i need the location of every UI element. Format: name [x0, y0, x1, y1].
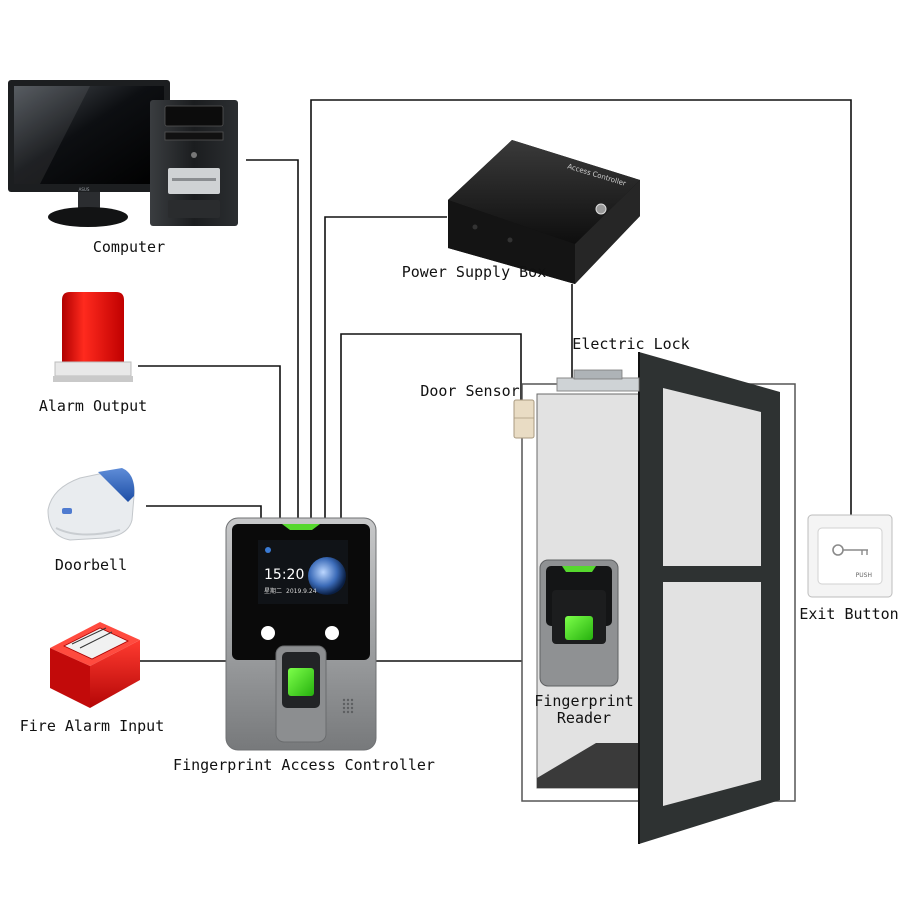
computer-icon: ASUS [8, 80, 238, 227]
door-upper-panel [663, 388, 761, 566]
door-lower-panel [663, 582, 761, 806]
door-sensor-icon [513, 399, 535, 439]
reader-fingerprint-sensor [565, 616, 593, 640]
monitor-screen [14, 86, 164, 184]
wiring [138, 99, 852, 662]
electric-lock-icon [556, 377, 640, 392]
controller-time: 15:20 [264, 567, 304, 583]
fire-alarm-face [90, 640, 140, 708]
controller-date: 2019.9.24 [286, 588, 317, 595]
controller-day: 星期二 [264, 587, 282, 595]
controller-fingerprint-sensor [288, 668, 314, 696]
power-supply-box-icon: Access Controller [448, 140, 640, 284]
wire-alarm-output [138, 365, 281, 518]
power-supply-box-label: Power Supply Box [402, 263, 547, 281]
controller-left-light [261, 626, 275, 640]
doorbell-blue-cap [98, 468, 135, 502]
fingerprint-reader-icon [539, 559, 619, 687]
monitor-stand [48, 207, 128, 227]
power-box-top [448, 140, 640, 244]
exit-button-label: Exit Button [799, 605, 898, 623]
power-box-side [575, 180, 640, 284]
doorbell-icon [47, 468, 135, 541]
controller-status-led [282, 524, 320, 530]
fire-alarm-icon [50, 622, 140, 708]
alarm-light-icon [53, 292, 133, 382]
doorbell-label: Doorbell [55, 556, 127, 574]
fingerprint-reader-label-line1: Fingerprint [534, 692, 633, 710]
alarm-output-label: Alarm Output [39, 397, 147, 415]
exit-button-icon: PUSH [807, 514, 893, 598]
wire-door-sensor [340, 333, 522, 518]
monitor-brand-text: ASUS [79, 187, 90, 192]
computer-label: Computer [93, 238, 165, 256]
fingerprint-access-controller-label: Fingerprint Access Controller [173, 756, 435, 774]
electric-lock-label: Electric Lock [572, 335, 689, 353]
door-assembly [513, 352, 796, 844]
power-box-keyhole [595, 203, 607, 215]
exit-button-face [817, 527, 883, 585]
wire-computer [246, 159, 299, 518]
monitor-neck [78, 192, 100, 208]
controller-right-light [325, 626, 339, 640]
controller-speaker-grille [342, 698, 354, 714]
pc-tower [150, 100, 238, 226]
door-sensor-label: Door Sensor [420, 382, 519, 400]
wire-power-supply-box [324, 216, 447, 518]
fire-alarm-input-label: Fire Alarm Input [20, 717, 165, 735]
exit-button-caption: PUSH [856, 572, 872, 579]
alarm-base [54, 361, 132, 377]
wire-exit-button [310, 99, 852, 518]
fingerprint-reader-label-line2: Reader [557, 709, 611, 727]
door-floor-shadow [537, 743, 641, 788]
wire-doorbell [146, 505, 262, 518]
alarm-dome [62, 292, 124, 362]
controller-globe-graphic [308, 557, 346, 595]
doorbell-body [47, 469, 135, 541]
fire-alarm-glass [63, 627, 129, 660]
fingerprint-access-controller-icon: 15:20 星期二 2019.9.24 [225, 517, 377, 751]
